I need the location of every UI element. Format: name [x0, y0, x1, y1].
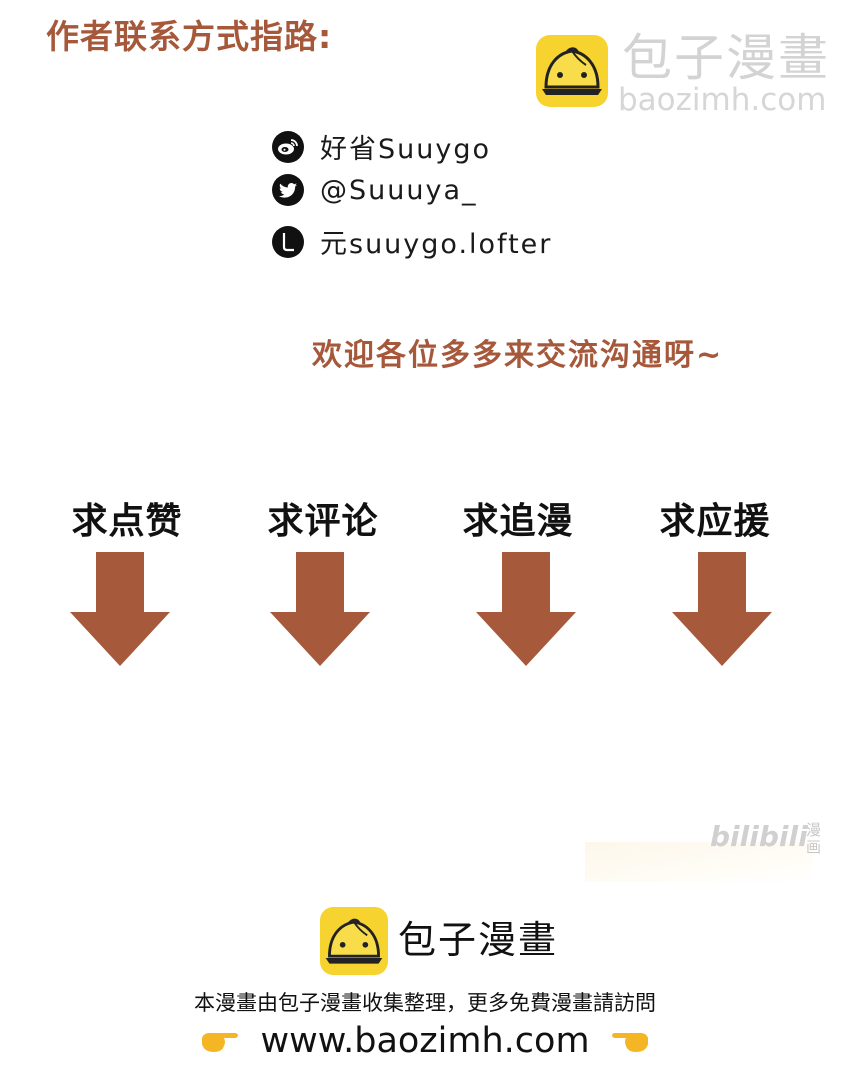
twitter-icon: [272, 174, 304, 206]
down-arrow-icon: [670, 550, 774, 668]
lofter-icon: [272, 225, 304, 258]
weibo-handle: 好省Suuygo: [320, 134, 491, 165]
twitter-handle: @Suuuya_: [320, 174, 478, 206]
footer-url-line: www.baozimh.com: [0, 1018, 850, 1064]
contact-heading: 作者联系方式指路:: [46, 17, 333, 56]
social-weibo: 好省Suuygo: [272, 127, 491, 166]
steamed-bun-logo-icon: [320, 907, 388, 975]
ask-follow-label: 求追漫: [462, 501, 574, 542]
lofter-handle: 元suuygo.lofter: [320, 229, 553, 260]
footer-brand-name: 包子漫畫: [398, 918, 559, 962]
bilibili-watermark: bilibili: [710, 820, 808, 853]
social-twitter: @Suuuya_: [272, 174, 478, 206]
down-arrow-icon: [68, 550, 172, 668]
down-arrow-icon: [268, 550, 372, 668]
footer-url[interactable]: www.baozimh.com: [260, 1021, 590, 1061]
footer-notice: 本漫畫由包子漫畫收集整理，更多免費漫畫請訪問: [194, 991, 656, 1015]
ask-like-label: 求点赞: [71, 501, 183, 542]
ask-support-label: 求应援: [659, 501, 771, 542]
welcome-message: 欢迎各位多多来交流沟通呀~: [312, 338, 724, 373]
bilibili-watermark-cn: 漫画: [806, 821, 822, 856]
bilibili-watermark-band: [585, 842, 813, 882]
pointing-left-hand-icon: [610, 1026, 650, 1056]
social-lofter: 元suuygo.lofter: [272, 222, 552, 261]
down-arrow-icon: [474, 550, 578, 668]
watermark-brand-name: 包子漫畫: [622, 29, 830, 87]
ask-comment-label: 求评论: [267, 501, 379, 542]
watermark-brand-url: baozimh.com: [618, 82, 827, 118]
steamed-bun-logo-icon: [536, 35, 608, 107]
pointing-right-hand-icon: [200, 1026, 240, 1056]
weibo-icon: [272, 130, 304, 163]
